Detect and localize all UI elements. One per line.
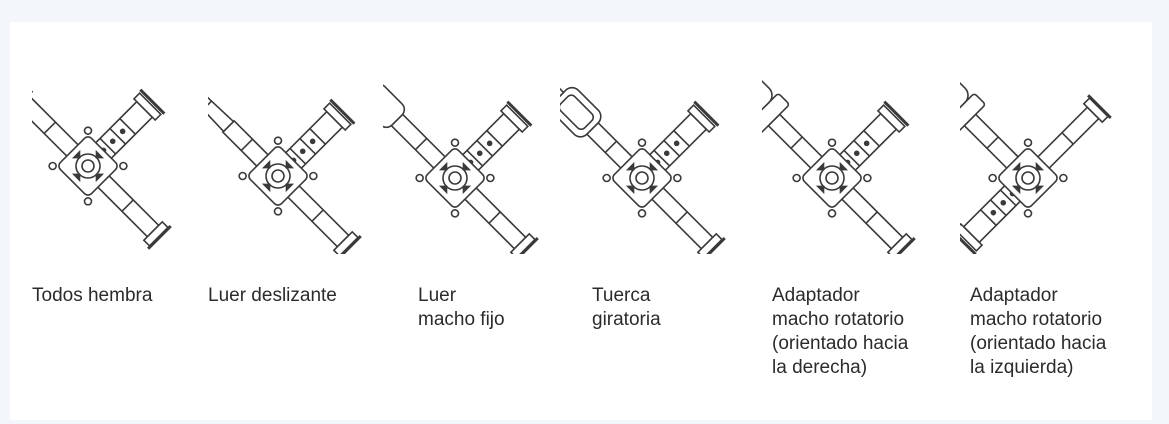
connector-panel: Todos hembra	[10, 22, 1152, 420]
caption-line: la derecha)	[772, 357, 868, 378]
connector-caption: Tuerca giratoria	[592, 284, 772, 332]
connector-caption: Adaptador macho rotatorio (orientado hac…	[970, 284, 1150, 380]
connector-spin-nut-illustration	[560, 85, 726, 254]
connector-caption: Luer deslizante	[208, 284, 388, 308]
connector-rotating-male-left: Adaptador macho rotatorio (orientado hac…	[960, 22, 1150, 420]
connector-luer-slip-illustration	[208, 80, 362, 254]
connector-caption: Luer macho fijo	[418, 284, 598, 332]
caption-line: Todos hembra	[32, 285, 153, 306]
connector-caption: Todos hembra	[32, 284, 212, 308]
connector-rotating-male-right: Adaptador macho rotatorio (orientado hac…	[762, 22, 952, 420]
caption-line: macho rotatorio	[970, 309, 1103, 330]
caption-line: Adaptador	[970, 285, 1058, 306]
caption-line: la izquierda)	[970, 357, 1074, 378]
caption-line: Luer deslizante	[208, 285, 337, 306]
connector-caption: Adaptador macho rotatorio (orientado hac…	[772, 284, 952, 380]
caption-line: macho rotatorio	[772, 309, 905, 330]
connector-all-female-illustration	[32, 84, 172, 250]
connector-luer-slip: Luer deslizante	[208, 22, 398, 420]
caption-line: giratoria	[592, 309, 661, 330]
caption-line: (orientado hacia	[970, 333, 1107, 354]
connector-fixed-male-luer-illustration	[383, 83, 539, 254]
connector-rotating-male-right-illustration	[762, 57, 916, 254]
caption-line: (orientado hacia	[772, 333, 909, 354]
connector-all-female: Todos hembra	[32, 22, 222, 420]
caption-line: Tuerca	[592, 285, 651, 306]
connector-spin-nut: Tuerca giratoria	[560, 22, 750, 420]
caption-line: Luer	[418, 285, 457, 306]
connector-rotating-male-left-illustration	[960, 57, 1112, 254]
connector-fixed-male-luer: Luer macho fijo	[383, 22, 573, 420]
caption-line: macho fijo	[418, 309, 505, 330]
caption-line: Adaptador	[772, 285, 860, 306]
